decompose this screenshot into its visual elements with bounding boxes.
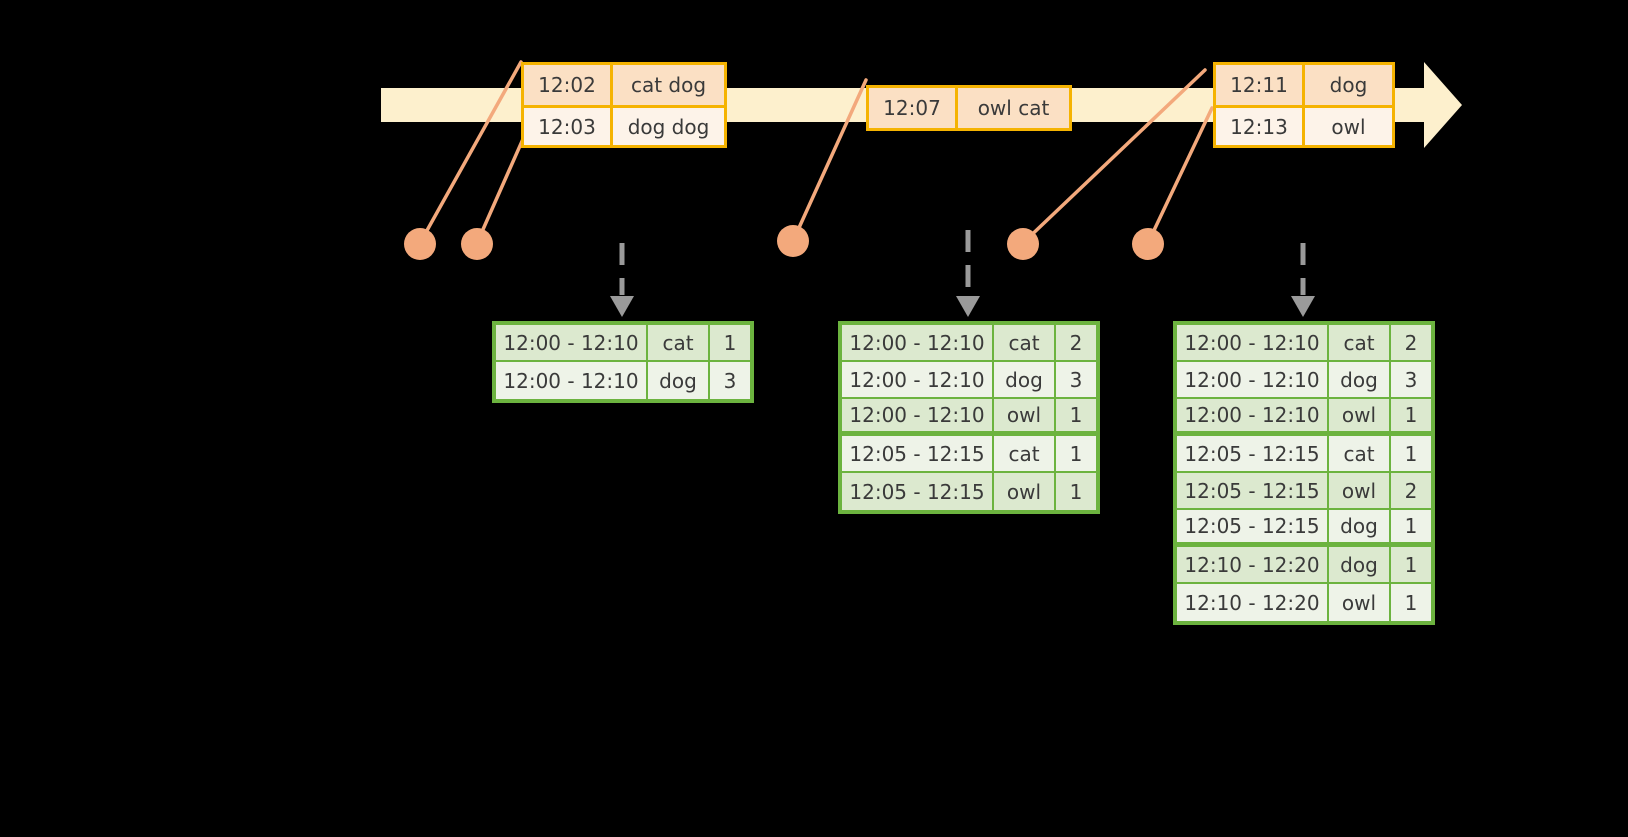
cell-window: 12:05 - 12:15: [1184, 514, 1320, 538]
event-dot-3[interactable]: [777, 225, 809, 257]
event-words: owl: [1302, 108, 1392, 145]
cell-word: owl: [1327, 399, 1389, 431]
cell-count: 1: [708, 325, 750, 360]
cell-window: 12:05 - 12:15: [1184, 478, 1320, 503]
cell-window: 12:00 - 12:10: [503, 368, 639, 393]
cell-count: 1: [1389, 547, 1431, 582]
cell-word: cat: [1327, 436, 1389, 471]
cell-word: dog: [646, 362, 708, 399]
cell-word: dog: [992, 362, 1054, 397]
event-row[interactable]: 12:03 dog dog: [524, 105, 724, 145]
cell-window: 12:10 - 12:20: [1184, 552, 1320, 577]
event-row[interactable]: 12:07 owl cat: [869, 88, 1069, 128]
cell-count: 3: [1389, 362, 1431, 397]
cell-word: cat: [646, 325, 708, 360]
cell-count: 3: [1054, 362, 1096, 397]
event-time: 12:07: [883, 96, 941, 120]
event-words: dog: [1302, 65, 1392, 105]
cell-word: cat: [992, 436, 1054, 471]
event-time: 12:13: [1230, 114, 1288, 139]
cell-count: 1: [1054, 436, 1096, 471]
event-row[interactable]: 12:11 dog: [1216, 65, 1392, 105]
event-row[interactable]: 12:02 cat dog: [524, 65, 724, 105]
emit-arrowhead-2: [956, 296, 980, 317]
event-time: 12:02: [538, 73, 596, 97]
event-words: dog dog: [610, 108, 724, 145]
cell-word: owl: [1327, 584, 1389, 621]
connector-1: [418, 60, 523, 245]
cell-window: 12:00 - 12:10: [849, 330, 985, 355]
cell-count: 3: [708, 362, 750, 399]
connector-3: [791, 78, 868, 243]
cell-window: 12:00 - 12:10: [503, 330, 639, 355]
emit-arrowheads: [610, 296, 1315, 317]
cell-count: 2: [1389, 325, 1431, 360]
cell-word: owl: [992, 473, 1054, 510]
event-row[interactable]: 12:13 owl: [1216, 105, 1392, 145]
cell-window: 12:00 - 12:10: [1184, 367, 1320, 392]
event-time: 12:11: [1230, 73, 1288, 97]
connector-5: [1146, 106, 1214, 245]
cell-window: 12:00 - 12:10: [1184, 330, 1320, 355]
event-dot-group: [404, 225, 1164, 260]
cell-count: 1: [1389, 399, 1431, 431]
event-words: cat dog: [610, 65, 724, 105]
cell-count: 1: [1389, 510, 1431, 542]
cell-count: 1: [1054, 473, 1096, 510]
event-box-group-3[interactable]: 12:11 dog 12:13 owl: [1213, 62, 1395, 148]
emit-arrows: [619, 230, 1306, 295]
cell-word: owl: [1327, 473, 1389, 508]
cell-count: 1: [1054, 399, 1096, 431]
cell-window: 12:05 - 12:15: [849, 441, 985, 466]
cell-count: 1: [1389, 436, 1431, 471]
event-dot-1[interactable]: [404, 228, 436, 260]
event-box-group-1[interactable]: 12:02 cat dog 12:03 dog dog: [521, 62, 727, 148]
cell-window: 12:00 - 12:10: [849, 403, 985, 427]
cell-word: dog: [1327, 362, 1389, 397]
cell-window: 12:10 - 12:20: [1184, 590, 1320, 615]
cell-word: owl: [992, 399, 1054, 431]
cell-count: 2: [1389, 473, 1431, 508]
cell-window: 12:00 - 12:10: [849, 367, 985, 392]
event-time: 12:03: [538, 114, 596, 139]
cell-window: 12:00 - 12:10: [1184, 403, 1320, 427]
emit-arrowhead-3: [1291, 296, 1315, 317]
cell-word: dog: [1327, 510, 1389, 542]
cell-count: 1: [1389, 584, 1431, 621]
cell-count: 2: [1054, 325, 1096, 360]
cell-word: dog: [1327, 547, 1389, 582]
emit-arrowhead-1: [610, 296, 634, 317]
cell-window: 12:05 - 12:15: [849, 479, 985, 504]
cell-word: cat: [992, 325, 1054, 360]
event-box-group-2[interactable]: 12:07 owl cat: [866, 85, 1072, 131]
event-words: owl cat: [955, 88, 1069, 128]
event-dot-2[interactable]: [461, 228, 493, 260]
cell-word: cat: [1327, 325, 1389, 360]
event-dot-5[interactable]: [1132, 228, 1164, 260]
cell-window: 12:05 - 12:15: [1184, 441, 1320, 466]
event-dot-4[interactable]: [1007, 228, 1039, 260]
